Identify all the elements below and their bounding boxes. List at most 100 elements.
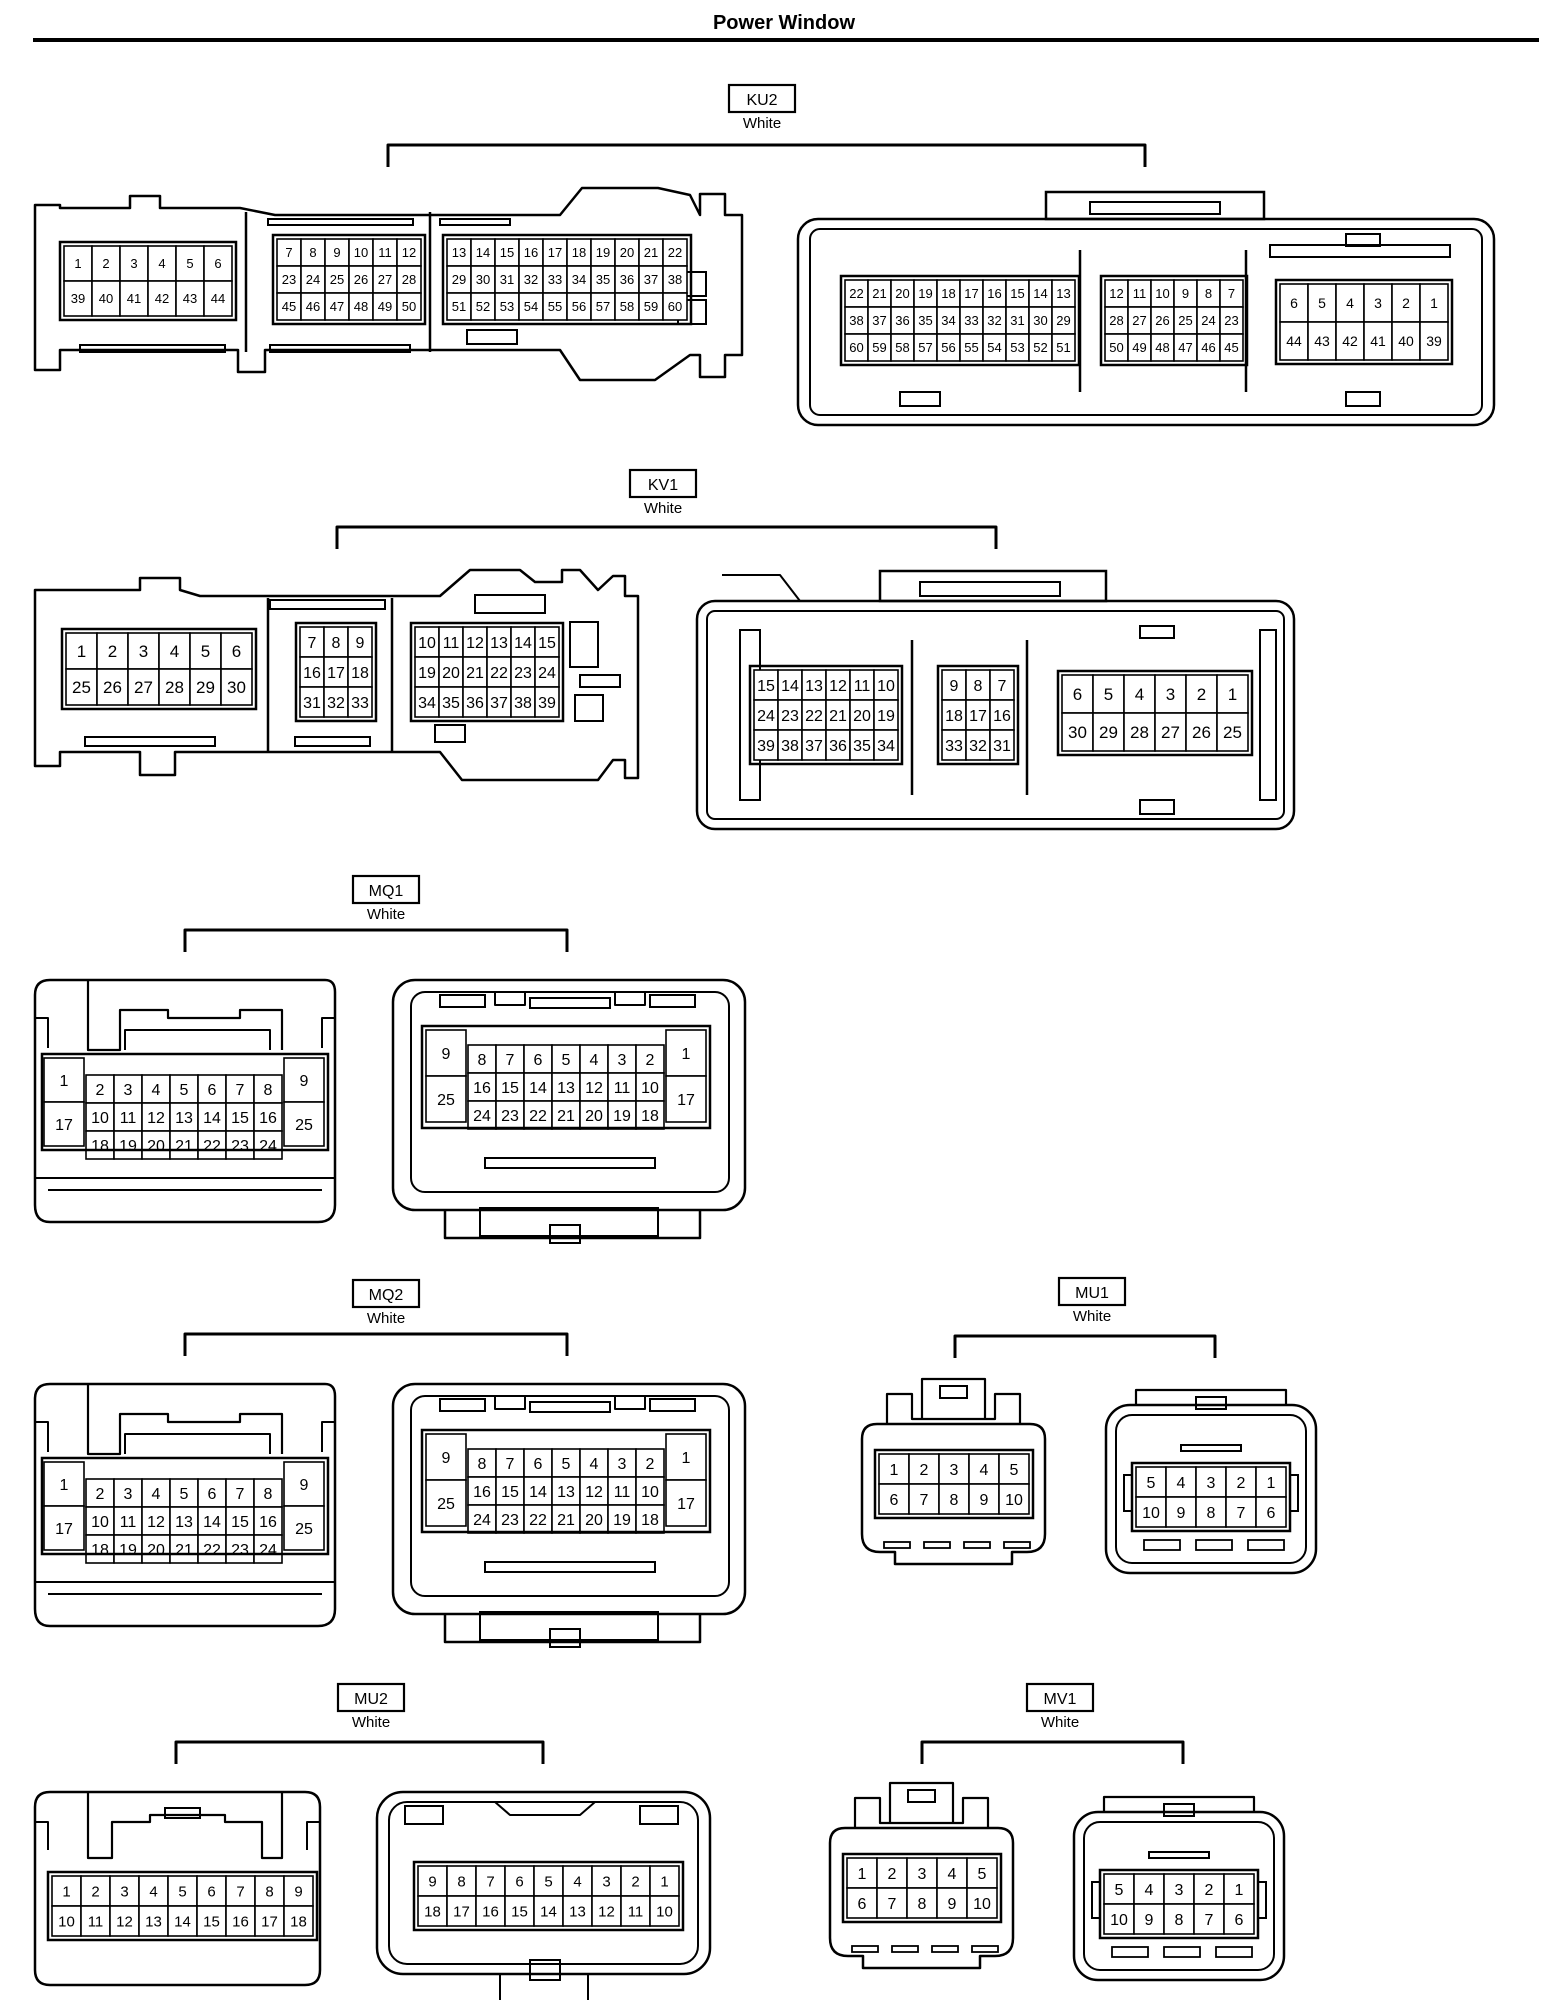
pin-number: 35 — [596, 272, 610, 287]
pin-number: 49 — [1132, 340, 1146, 355]
pin-cell: 26 — [96, 668, 129, 706]
pin-cell: 12 — [825, 669, 851, 701]
pin-cell: 49 — [372, 292, 398, 321]
pin-cell: 19 — [414, 656, 440, 688]
pin-cell: 27 — [1154, 712, 1187, 752]
pin-cell: 2 — [1391, 283, 1421, 323]
pin-cell: 5 — [551, 1044, 581, 1074]
pin-cell: 18 — [635, 1504, 665, 1534]
connector-color: White — [1073, 1308, 1111, 1325]
pin-number: 13 — [490, 635, 508, 652]
pin-cell: 31 — [494, 265, 520, 294]
pin-cell: 44 — [203, 280, 233, 317]
pin-number: 33 — [945, 738, 963, 755]
pin-cell: 3 — [113, 1074, 143, 1104]
pin-number: 13 — [569, 1903, 586, 1920]
pin-number: 36 — [895, 313, 909, 328]
pin-number: 58 — [895, 340, 909, 355]
pin-number: 19 — [119, 1138, 137, 1155]
pin-number: 25 — [437, 1092, 455, 1109]
pin-number: 16 — [259, 1514, 277, 1531]
pin-cell: 16 — [475, 1895, 506, 1927]
pin-cell: 36 — [462, 686, 488, 718]
pin-cell: 3 — [607, 1044, 637, 1074]
pin-number: 19 — [119, 1542, 137, 1559]
pin-cell: 2 — [1225, 1466, 1257, 1498]
pin-cell: 19 — [590, 238, 616, 267]
pin-cell: 46 — [1196, 333, 1221, 362]
pin-cell: 3 — [1163, 1873, 1195, 1905]
pin-cell: 1 — [1216, 674, 1249, 714]
pin-cell: 33 — [347, 686, 373, 718]
connector-color: White — [644, 500, 682, 517]
pin-cell: 7 — [908, 1483, 940, 1515]
pin-cell: 37 — [486, 686, 512, 718]
pin-number: 5 — [186, 256, 193, 271]
pin-cell: 9 — [936, 1887, 968, 1919]
pin-number: 4 — [980, 1462, 989, 1479]
pin-number: 43 — [183, 291, 197, 306]
pin-cell: 56 — [936, 333, 961, 362]
pin-number: 25 — [330, 272, 344, 287]
pin-number: 9 — [948, 1896, 957, 1913]
pin-number: 21 — [644, 245, 658, 260]
pin-cell: 3 — [938, 1453, 970, 1485]
pin-number: 5 — [544, 1873, 552, 1890]
pin-cell: 6 — [1223, 1903, 1255, 1935]
pin-number: 18 — [424, 1903, 441, 1920]
pin-cell: 16 — [518, 238, 544, 267]
pin-number: 7 — [486, 1873, 494, 1890]
pin-cell: 5 — [1307, 283, 1337, 323]
pin-number: 11 — [614, 1484, 631, 1501]
pin-cell: 53 — [1005, 333, 1030, 362]
pin-cell: 18 — [566, 238, 592, 267]
pin-cell: 43 — [1307, 321, 1337, 361]
pin-number: 24 — [1201, 313, 1215, 328]
pin-cell: 25 — [425, 1479, 467, 1527]
pin-cell: 35 — [590, 265, 616, 294]
pin-number: 48 — [354, 299, 368, 314]
pin-cell: 10 — [85, 1506, 115, 1536]
pin-number: 12 — [1109, 286, 1123, 301]
pin-cell: 4 — [147, 245, 177, 282]
pin-cell: 6 — [1255, 1496, 1287, 1528]
pin-cell: 6 — [1279, 283, 1309, 323]
pin-number: 18 — [91, 1542, 109, 1559]
pin-number: 5 — [178, 1883, 186, 1900]
pin-number: 15 — [501, 1484, 519, 1501]
pin-cell: 42 — [1335, 321, 1365, 361]
pin-number: 34 — [572, 272, 586, 287]
pin-number: 13 — [557, 1080, 575, 1097]
pin-cell: 21 — [551, 1504, 581, 1534]
pin-cell: 9 — [425, 1433, 467, 1481]
pin-number: 31 — [1010, 313, 1024, 328]
pin-number: 13 — [557, 1484, 575, 1501]
pin-number: 2 — [1197, 685, 1206, 704]
pin-cell: 2 — [635, 1448, 665, 1478]
pin-cell: 15 — [494, 238, 520, 267]
pin-number: 1 — [1228, 685, 1237, 704]
pin-cell: 30 — [1028, 306, 1053, 335]
pin-number: 31 — [500, 272, 514, 287]
pin-number: 20 — [895, 286, 909, 301]
pin-cell: 8 — [254, 1875, 285, 1907]
pin-cell: 10 — [1103, 1903, 1135, 1935]
pin-number: 6 — [1290, 295, 1298, 311]
pin-number: 11 — [120, 1514, 137, 1531]
pin-cell: 9 — [283, 1461, 325, 1507]
pin-number: 20 — [620, 245, 634, 260]
pin-number: 24 — [306, 272, 320, 287]
pin-cell: 1 — [43, 1057, 85, 1103]
pin-number: 55 — [548, 299, 562, 314]
pin-number: 45 — [1224, 340, 1238, 355]
connector-bracket — [183, 1332, 569, 1356]
